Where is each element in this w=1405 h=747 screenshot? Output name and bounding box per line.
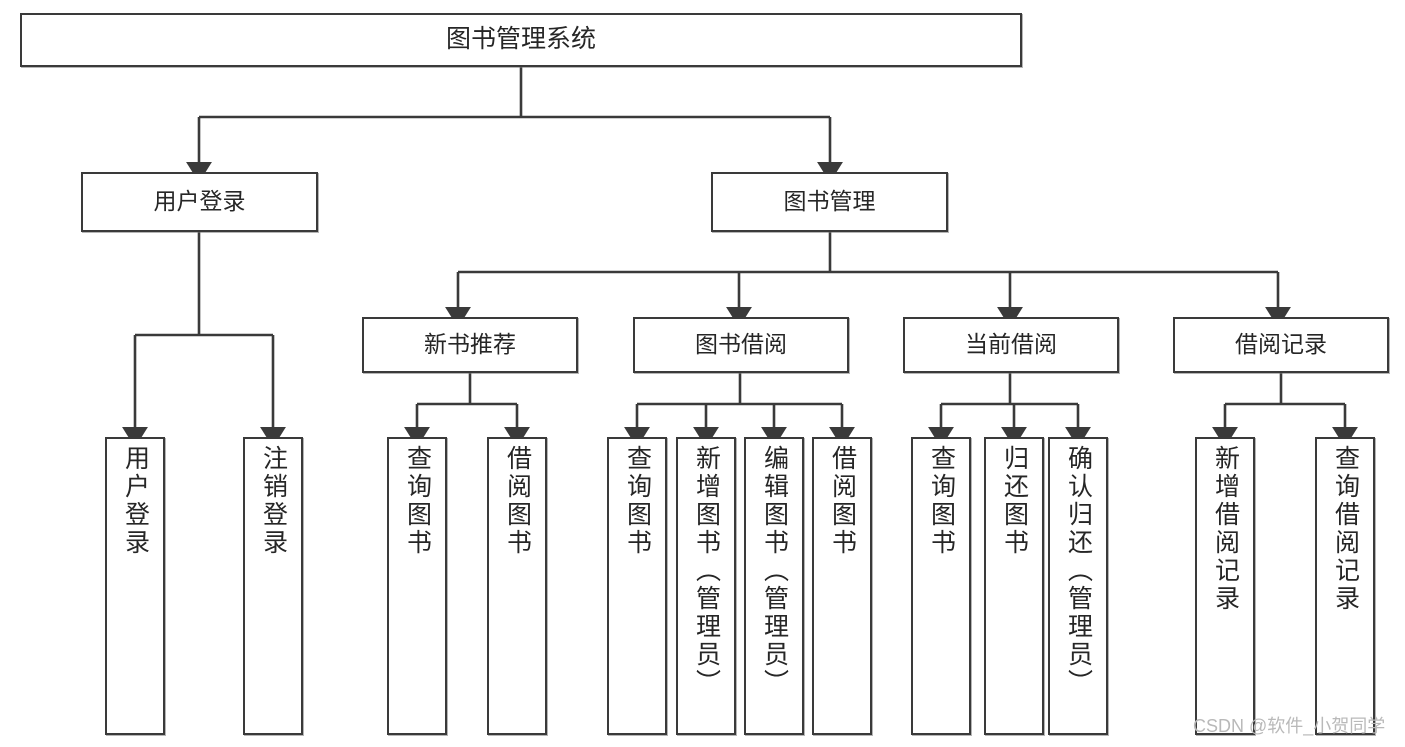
node-user-login[interactable]: 用户登录 bbox=[81, 172, 318, 232]
node-user-login-label: 用户登录 bbox=[153, 188, 246, 215]
leaf-return-book-label: 归还图书 bbox=[1000, 445, 1029, 557]
leaf-add-borrow-record[interactable]: 新增借阅记录 bbox=[1195, 437, 1255, 735]
leaf-query-book-recommend[interactable]: 查询图书 bbox=[387, 437, 447, 735]
leaf-user-login-label: 用户登录 bbox=[121, 445, 150, 557]
leaf-add-book-admin[interactable]: 新增图书（管理员） bbox=[676, 437, 736, 735]
node-root-label: 图书管理系统 bbox=[445, 25, 596, 54]
leaf-query-book-current-label: 查询图书 bbox=[927, 445, 956, 557]
node-borrow-record[interactable]: 借阅记录 bbox=[1173, 317, 1389, 373]
leaf-borrow-book-label: 借阅图书 bbox=[828, 445, 857, 557]
leaf-logout-label: 注销登录 bbox=[259, 445, 288, 557]
leaf-borrow-book[interactable]: 借阅图书 bbox=[812, 437, 872, 735]
node-book-borrow-label: 图书借阅 bbox=[695, 331, 787, 358]
leaf-borrow-book-recommend[interactable]: 借阅图书 bbox=[487, 437, 547, 735]
leaf-query-borrow-record[interactable]: 查询借阅记录 bbox=[1315, 437, 1375, 735]
leaf-confirm-return-admin[interactable]: 确认归还（管理员） bbox=[1048, 437, 1108, 735]
leaf-add-borrow-record-label: 新增借阅记录 bbox=[1211, 445, 1240, 613]
node-book-borrow[interactable]: 图书借阅 bbox=[633, 317, 849, 373]
leaf-return-book[interactable]: 归还图书 bbox=[984, 437, 1044, 735]
node-current-borrow[interactable]: 当前借阅 bbox=[903, 317, 1119, 373]
leaf-logout[interactable]: 注销登录 bbox=[243, 437, 303, 735]
leaf-edit-book-admin-label: 编辑图书（管理员） bbox=[760, 445, 789, 697]
leaf-add-book-admin-label: 新增图书（管理员） bbox=[692, 445, 721, 697]
node-root[interactable]: 图书管理系统 bbox=[20, 13, 1022, 67]
leaf-query-book-recommend-label: 查询图书 bbox=[403, 445, 432, 557]
leaf-edit-book-admin[interactable]: 编辑图书（管理员） bbox=[744, 437, 804, 735]
node-new-book-recommend[interactable]: 新书推荐 bbox=[362, 317, 578, 373]
node-current-borrow-label: 当前借阅 bbox=[965, 331, 1057, 358]
leaf-user-login[interactable]: 用户登录 bbox=[105, 437, 165, 735]
node-book-management[interactable]: 图书管理 bbox=[711, 172, 948, 232]
leaf-query-borrow-record-label: 查询借阅记录 bbox=[1331, 445, 1360, 613]
node-book-management-label: 图书管理 bbox=[783, 188, 876, 215]
leaf-borrow-book-recommend-label: 借阅图书 bbox=[503, 445, 532, 557]
leaf-query-book-current[interactable]: 查询图书 bbox=[911, 437, 971, 735]
leaf-confirm-return-admin-label: 确认归还（管理员） bbox=[1064, 445, 1093, 697]
leaf-query-book-borrow-label: 查询图书 bbox=[623, 445, 652, 557]
node-borrow-record-label: 借阅记录 bbox=[1235, 331, 1327, 358]
leaf-query-book-borrow[interactable]: 查询图书 bbox=[607, 437, 667, 735]
node-new-book-recommend-label: 新书推荐 bbox=[424, 331, 516, 358]
